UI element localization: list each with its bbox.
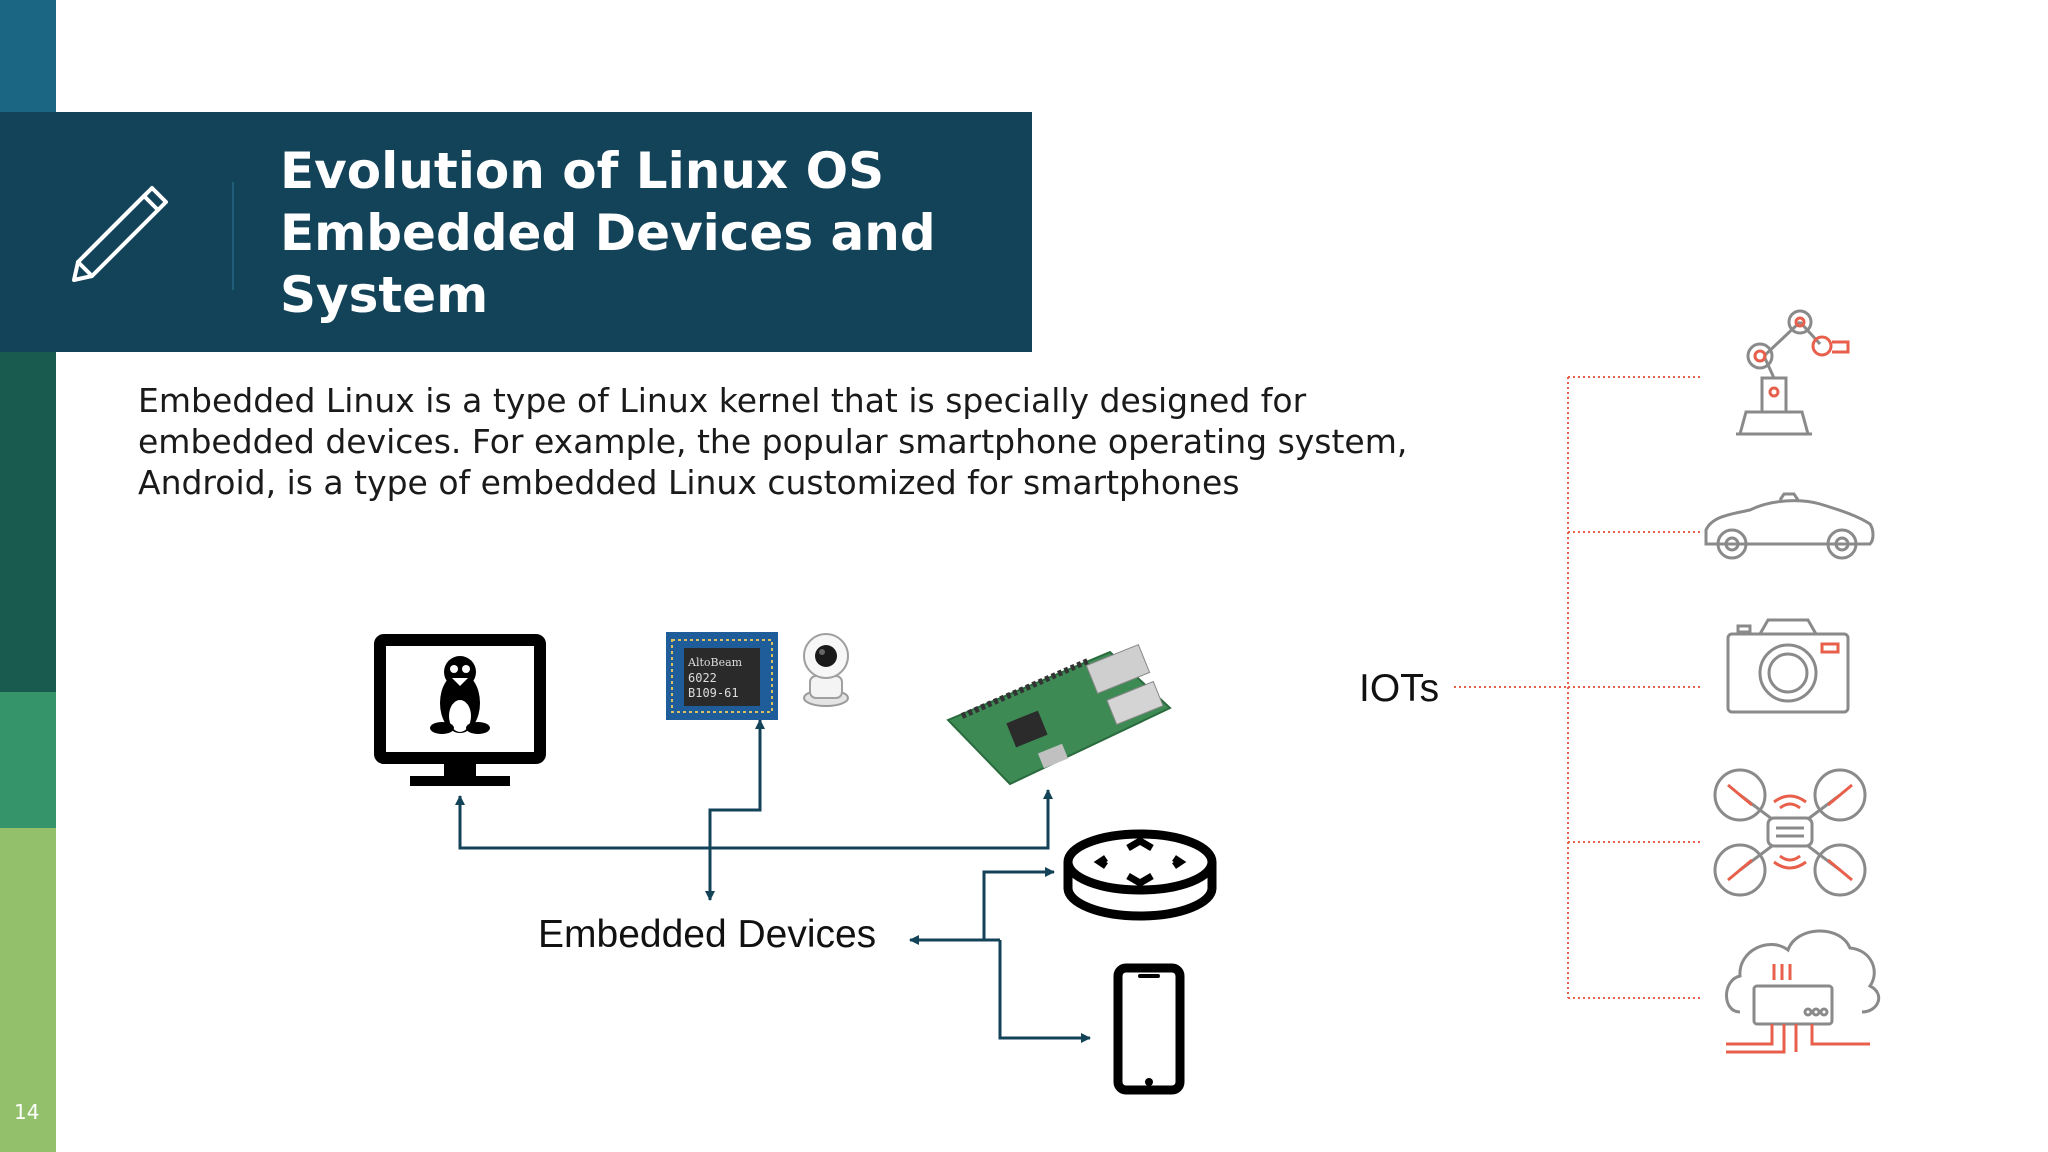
chip-text-code: B109-61 [688,686,739,700]
wifi-chip-icon: AltoBeam 6022 B109-61 [666,632,778,720]
slide-number: 14 [14,1100,40,1124]
linux-monitor-icon [374,634,546,786]
smartphone-icon [1113,963,1185,1095]
raspberry-pi-board-icon [946,643,1172,786]
title-divider [232,182,234,290]
chip-text-model: 6022 [688,671,717,685]
camera-icon [1726,618,1850,714]
cloud-router-icon [1725,929,1881,1054]
pencil-icon [72,186,168,282]
smart-speaker-icon [1063,829,1217,921]
security-camera-icon [803,633,849,707]
sidebar-stripe-darkgreen [0,348,56,692]
embedded-devices-label: Embedded Devices [538,913,877,956]
title-banner [0,112,1032,352]
car-icon [1704,492,1875,560]
embedded-connectors [455,719,1091,1043]
sidebar-stripe-green [0,692,56,828]
body-paragraph: Embedded Linux is a type of Linux kernel… [138,381,1408,502]
sidebar-stripe-teal [0,0,56,112]
sidebar-stripe-lightgreen [0,828,56,1152]
iots-label: IOTs [1359,667,1440,710]
robot-arm-icon [1736,309,1850,436]
slide-title: Evolution of Linux OS Embedded Devices a… [280,142,936,324]
drone-icon [1713,768,1867,897]
iot-connectors [1454,376,1700,999]
chip-text-brand: AltoBeam [687,656,743,669]
